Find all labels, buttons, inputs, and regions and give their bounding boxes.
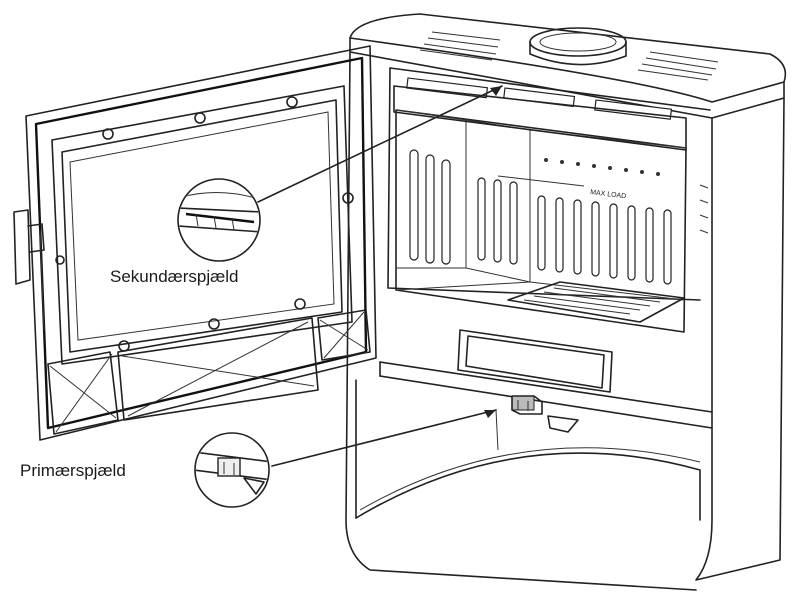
stove-door — [13, 45, 377, 441]
grate — [507, 281, 685, 323]
top-vent-right — [637, 51, 719, 81]
max-load-dots — [544, 158, 660, 176]
door-handle — [13, 209, 45, 285]
top-vent-left — [419, 31, 501, 61]
firebrick-back — [477, 177, 672, 285]
secondary-damper-label: Sekundærspjæld — [110, 267, 239, 286]
flue-collar — [529, 27, 627, 66]
primary-damper-callout — [194, 409, 499, 508]
secondary-damper-callout — [177, 85, 503, 262]
ash-pan — [457, 329, 613, 393]
primary-damper-label: Primærspjæld — [20, 461, 126, 480]
primary-damper-slider — [511, 395, 579, 433]
firebox: MAX LOAD — [393, 85, 687, 333]
firebrick-left — [409, 149, 451, 265]
stove-body: MAX LOAD — [345, 13, 787, 591]
glass-clips — [55, 96, 354, 352]
max-load-label: MAX LOAD — [590, 189, 627, 200]
door-bracing — [47, 309, 371, 435]
